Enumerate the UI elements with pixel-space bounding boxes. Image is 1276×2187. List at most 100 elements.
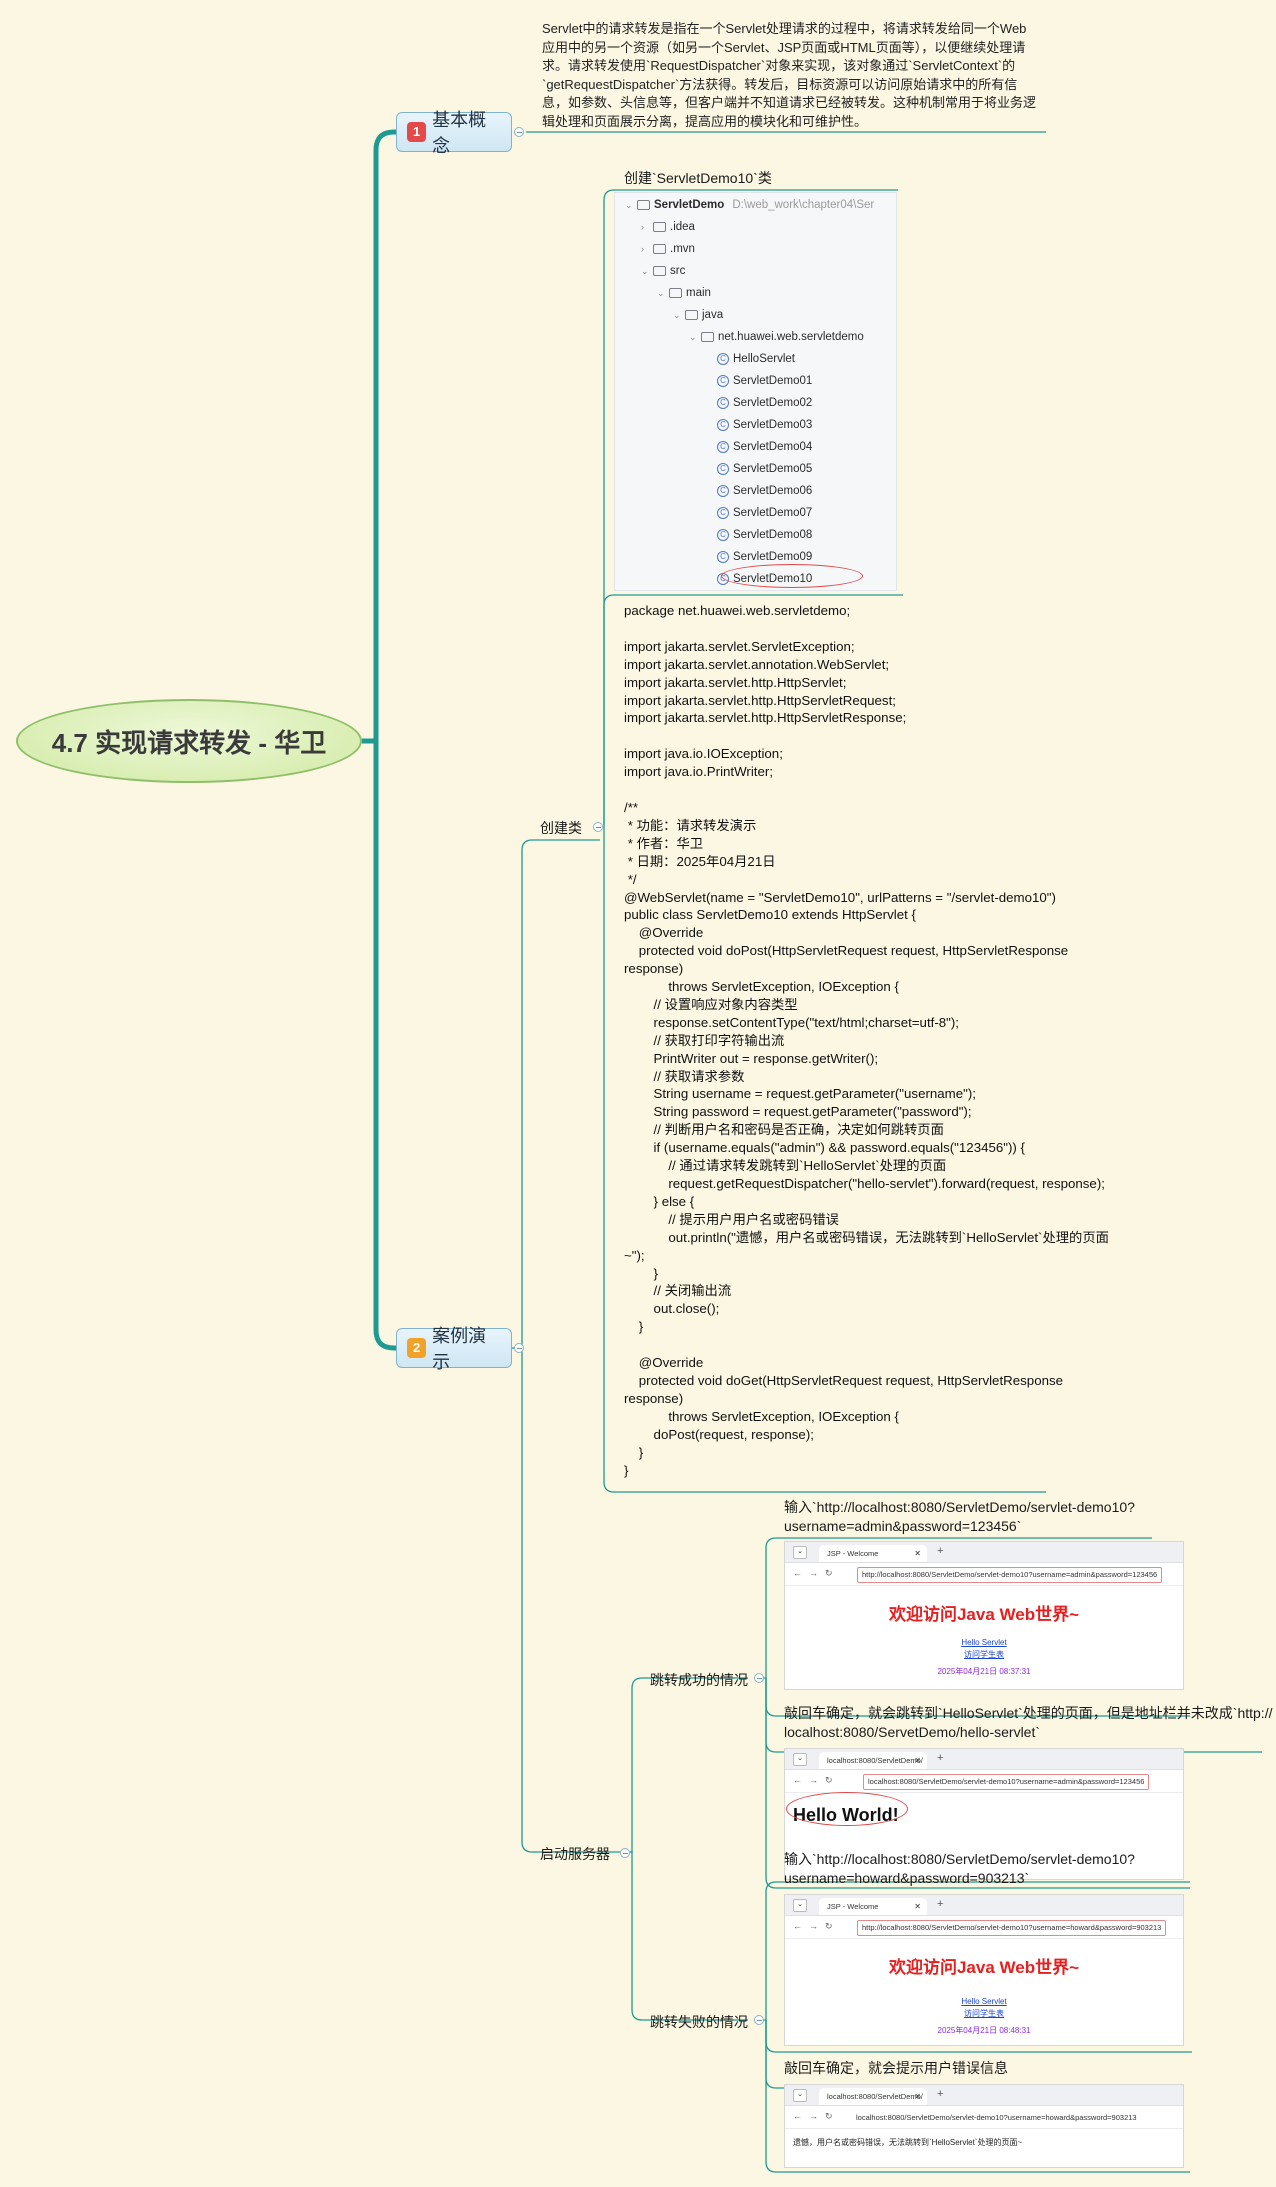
address-bar[interactable]: http://localhost:8080/ServletDemo/servle…: [857, 1567, 1163, 1583]
class-icon: C: [717, 441, 729, 453]
tab-menu-icon[interactable]: ⌄: [793, 2089, 807, 2102]
folder-icon: [637, 200, 650, 210]
collapse-toggle-icon[interactable]: [514, 127, 524, 137]
folder-icon: [653, 222, 666, 232]
branch-basic-concept-label: 基本概念: [432, 110, 487, 156]
class-icon: C: [717, 529, 729, 541]
address-bar[interactable]: http://localhost:8080/ServletDemo/servle…: [857, 1920, 1167, 1936]
concept-line: Servlet中的请求转发是指在一个Servlet处理请求的过程中，将请求转发给…: [542, 21, 1027, 36]
timestamp: 2025年04月21日 08:48:31: [937, 2026, 1031, 2035]
timestamp: 2025年04月21日 08:37:31: [937, 1667, 1031, 1676]
tree-project-path: D:\web_work\chapter04\Ser: [732, 199, 875, 211]
tab-title: JSP - Welcome: [827, 1902, 879, 1911]
concept-line: 息，如参数、头信息等，但客户端并不知道请求已经被转发。这种机制常用于将业务逻: [542, 95, 1037, 110]
tree-folder-row: ›.idea: [641, 221, 695, 233]
caption-line: username=howard&password=903213`: [784, 1870, 1030, 1886]
failure-input-caption: 输入`http://localhost:8080/ServletDemo/ser…: [784, 1850, 1135, 1888]
concept-line: 辑处理和页面展示分离，提高应用的模块化和可维护性。: [542, 113, 868, 129]
code-block: package net.huawei.web.servletdemo; impo…: [624, 603, 1109, 1478]
tree-class-label: ServletDemo08: [733, 529, 813, 541]
highlight-circle: [721, 564, 863, 588]
address-bar[interactable]: localhost:8080/ServletDemo/servlet-demo1…: [851, 2110, 1142, 2126]
tree-class-row: C ServletDemo05: [717, 460, 812, 478]
hello-servlet-link[interactable]: Hello Servlet: [961, 1997, 1007, 2006]
tree-folder-label: src: [670, 265, 686, 277]
close-icon[interactable]: ✕: [914, 1549, 921, 1558]
browser-tab[interactable]: JSP - Welcome ✕: [819, 1898, 927, 1915]
tree-folder-row: ⌄main: [657, 287, 711, 299]
tab-menu-icon[interactable]: ⌄: [793, 1899, 807, 1912]
class-icon: C: [717, 375, 729, 387]
browser-navbar: ←→↻ localhost:8080/ServletDemo/servlet-d…: [785, 2106, 1183, 2129]
welcome-heading: 欢迎访问Java Web世界~: [888, 1958, 1080, 1977]
close-icon[interactable]: ✕: [914, 1902, 921, 1911]
tree-class-row: C ServletDemo01: [717, 372, 812, 390]
class-icon: C: [717, 485, 729, 497]
student-table-link[interactable]: 访问学生表: [964, 2009, 1004, 2018]
tree-class-label: ServletDemo07: [733, 507, 813, 519]
nav-buttons-icon[interactable]: ←→↻: [793, 1775, 840, 1785]
collapse-toggle-icon[interactable]: [514, 1343, 524, 1353]
nav-buttons-icon[interactable]: ←→↻: [793, 2111, 840, 2121]
tree-class-label: ServletDemo02: [733, 397, 813, 409]
nav-buttons-icon[interactable]: ←→↻: [793, 1568, 840, 1578]
browser-tab[interactable]: localhost:8080/ServletDemo/✕: [819, 1752, 927, 1769]
close-icon[interactable]: ✕: [914, 1756, 921, 1765]
caption-line: 输入`http://localhost:8080/ServletDemo/ser…: [784, 1851, 1135, 1867]
tree-folder-label: .idea: [670, 221, 695, 233]
collapse-toggle-icon[interactable]: [754, 2015, 764, 2025]
concept-line: `getRequestDispatcher`方法获得。转发后，目标资源可以访问原…: [542, 76, 1018, 92]
address-bar[interactable]: localhost:8080/ServletDemo/servlet-demo1…: [863, 1774, 1150, 1790]
tree-project-name: ServletDemo: [654, 199, 725, 211]
hello-servlet-link[interactable]: Hello Servlet: [961, 1638, 1007, 1647]
topic-success-case[interactable]: 跳转成功的情况: [650, 1672, 748, 1688]
collapse-toggle-icon[interactable]: [593, 822, 603, 832]
folder-icon: [653, 266, 666, 276]
folder-icon: [685, 310, 698, 320]
collapse-toggle-icon[interactable]: [620, 1848, 630, 1858]
concept-line: 应用中的另一个资源（如另一个Servlet、JSP页面或HTML页面等），以便继…: [542, 39, 1026, 55]
browser-window-error-message: ⌄ localhost:8080/ServletDemo/✕ + ←→↻ loc…: [784, 2084, 1184, 2168]
folder-icon: [653, 244, 666, 254]
tree-class-label: HelloServlet: [733, 353, 795, 365]
branch-case-demo-label: 案例演示: [432, 1326, 487, 1372]
tree-class-label: ServletDemo01: [733, 375, 813, 387]
tree-folder-label: main: [686, 287, 711, 299]
student-table-link[interactable]: 访问学生表: [964, 1650, 1004, 1659]
error-message-text: 遗憾，用户名或密码错误，无法跳转到`HelloServlet`处理的页面~: [793, 2138, 1023, 2147]
new-tab-icon[interactable]: +: [937, 1545, 944, 1557]
browser-tab[interactable]: localhost:8080/ServletDemo/✕: [819, 2088, 927, 2105]
browser-tab[interactable]: JSP - Welcome ✕: [819, 1545, 927, 1562]
priority-badge-1: 1: [407, 122, 427, 142]
branch-basic-concept[interactable]: 1 基本概念: [396, 110, 512, 156]
root-topic[interactable]: 4.7 实现请求转发 - 华卫: [16, 699, 362, 783]
new-tab-icon[interactable]: +: [937, 1898, 944, 1910]
tree-package-row: ⌄net.huawei.web.servletdemo: [689, 331, 864, 343]
tree-class-label: ServletDemo03: [733, 419, 813, 431]
tab-title: JSP - Welcome: [827, 1549, 879, 1558]
tab-title: localhost:8080/ServletDemo/: [827, 2092, 923, 2101]
nav-buttons-icon[interactable]: ←→↻: [793, 1921, 840, 1931]
browser-navbar: ←→↻ http://localhost:8080/ServletDemo/se…: [785, 1916, 1183, 1939]
close-icon[interactable]: ✕: [914, 2092, 921, 2101]
topic-create-class[interactable]: 创建类: [540, 820, 582, 836]
create-class-caption: 创建`ServletDemo10`类: [624, 170, 772, 186]
topic-failure-case[interactable]: 跳转失败的情况: [650, 2014, 748, 2030]
tab-menu-icon[interactable]: ⌄: [793, 1546, 807, 1559]
topic-start-server[interactable]: 启动服务器: [540, 1846, 610, 1862]
tab-menu-icon[interactable]: ⌄: [793, 1753, 807, 1766]
class-icon: C: [717, 463, 729, 475]
caption-line: localhost:8080/ServetDemo/hello-servlet`: [784, 1724, 1041, 1740]
new-tab-icon[interactable]: +: [937, 1752, 944, 1764]
collapse-toggle-icon[interactable]: [754, 1673, 764, 1683]
tree-class-label: ServletDemo05: [733, 463, 813, 475]
branch-case-demo[interactable]: 2 案例演示: [396, 1326, 512, 1372]
package-icon: [701, 332, 714, 342]
new-tab-icon[interactable]: +: [937, 2088, 944, 2100]
browser-navbar: ←→↻ localhost:8080/ServletDemo/servlet-d…: [785, 1770, 1183, 1793]
